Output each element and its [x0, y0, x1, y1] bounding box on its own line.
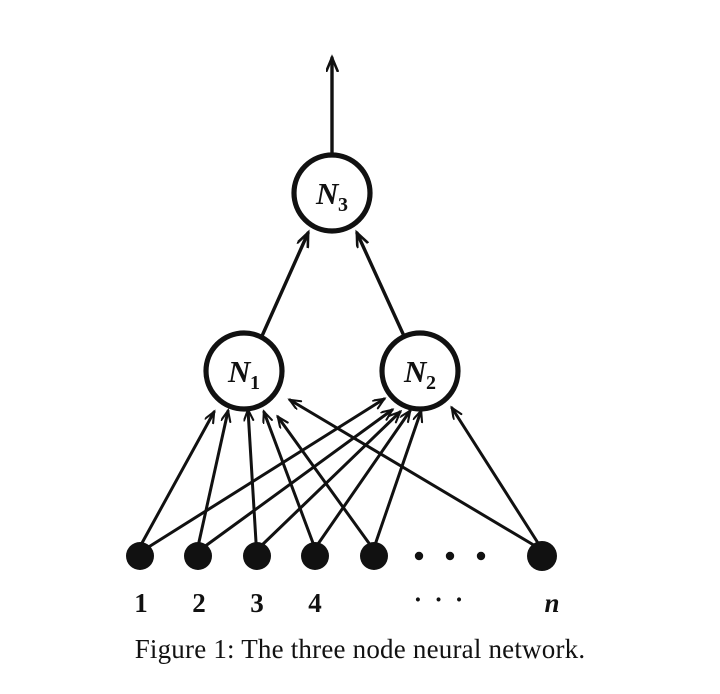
node-n2-circle — [379, 330, 461, 412]
input-node-5[interactable] — [360, 542, 388, 570]
edge-i4-n1 — [264, 412, 315, 545]
edge-i2-n2 — [202, 410, 392, 549]
edge-in-n1 — [290, 400, 539, 549]
node-n1-subscript: 1 — [250, 372, 260, 394]
input-label-n: n — [544, 588, 559, 618]
edge-n1-n3 — [260, 233, 310, 338]
input-nodes — [126, 541, 557, 571]
input-node-3[interactable] — [243, 542, 271, 570]
input-row-ellipsis-dots — [414, 551, 486, 561]
edge-i4-n2 — [316, 411, 410, 546]
ellipsis-dot-3-icon — [476, 551, 486, 561]
node-n3-circle — [291, 152, 373, 234]
edge-in-n2 — [452, 408, 540, 545]
node-n2[interactable]: N 2 — [379, 330, 461, 412]
input-node-4[interactable] — [301, 542, 329, 570]
edge-i5-n2 — [374, 411, 421, 544]
edge-i2-n1 — [197, 411, 228, 544]
node-n2-subscript: 2 — [426, 372, 436, 394]
edge-i5-n1 — [278, 417, 373, 548]
figure-caption: Figure 1: The three node neural network. — [134, 634, 586, 664]
node-n2-label: N — [403, 354, 428, 389]
input-label-3: 3 — [250, 588, 264, 618]
edge-i3-n2 — [259, 412, 400, 548]
node-n3-subscript: 3 — [338, 194, 348, 216]
input-to-hidden-edges — [140, 399, 540, 550]
input-label-2: 2 — [192, 588, 206, 618]
node-n1-label: N — [227, 354, 252, 389]
edge-i1-n1 — [140, 412, 216, 545]
ellipsis-dot-2-icon — [445, 551, 455, 561]
input-label-1: 1 — [134, 588, 148, 618]
input-node-2[interactable] — [184, 542, 212, 570]
node-n3[interactable]: N 3 — [291, 152, 373, 234]
edge-i3-n1 — [248, 410, 258, 544]
computation-nodes: N 3 N 1 N 2 — [203, 152, 461, 412]
node-n1[interactable]: N 1 — [203, 330, 285, 412]
input-node-n[interactable] — [527, 541, 557, 571]
input-index-labels: 1 2 3 4 · · · n — [134, 587, 559, 618]
input-node-1[interactable] — [126, 542, 154, 570]
ellipsis-dot-1-icon — [414, 551, 424, 561]
input-label-4: 4 — [308, 588, 322, 618]
edge-i1-n2 — [145, 399, 384, 550]
input-label-ellipsis: · · · — [414, 587, 467, 614]
node-n1-circle — [203, 330, 285, 412]
edge-n2-n3 — [355, 233, 406, 338]
node-n3-label: N — [315, 176, 340, 211]
hidden-to-output-edges — [260, 233, 406, 338]
